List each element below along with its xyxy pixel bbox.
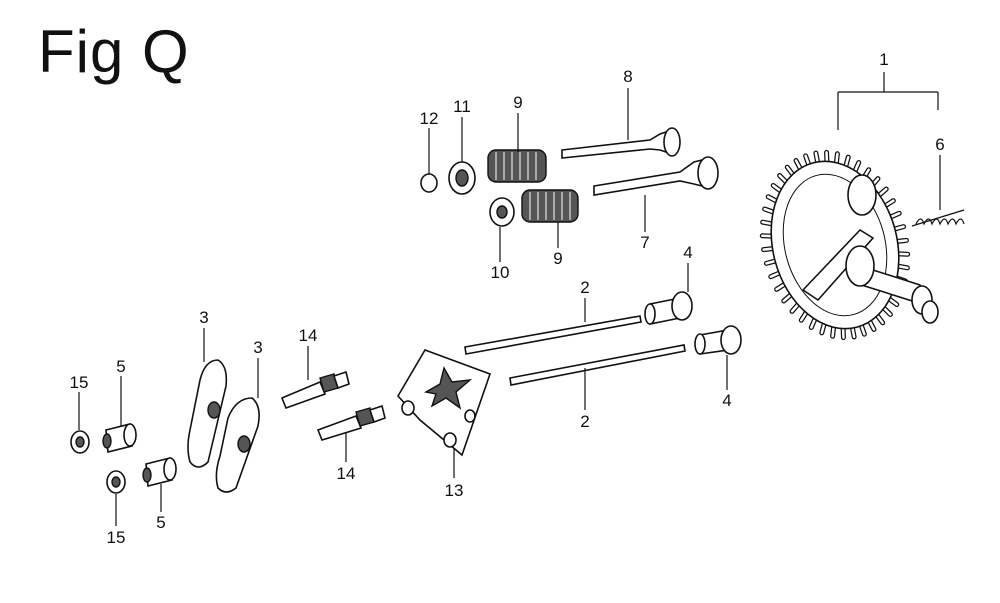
- callout-1: 1: [879, 50, 888, 69]
- callout-5-upper: 5: [116, 357, 125, 376]
- gear-tooth: [897, 240, 906, 241]
- gear-tooth: [764, 249, 773, 250]
- callout-12: 12: [420, 109, 439, 128]
- callout-9-lower: 9: [553, 249, 562, 268]
- callout-14-upper: 14: [299, 326, 318, 345]
- tappet-upper: [645, 292, 692, 324]
- intake-valve: [594, 157, 718, 195]
- pivot-bolt-upper: [282, 372, 349, 408]
- callout-11: 11: [453, 97, 471, 116]
- gear-tooth: [763, 222, 772, 224]
- callout-2-upper: 2: [580, 278, 589, 297]
- callout-8: 8: [623, 67, 632, 86]
- nut-lower: [107, 471, 125, 493]
- governor-spring: [912, 210, 964, 226]
- push-rod-lower: [510, 345, 685, 385]
- callout-14-lower: 14: [337, 464, 356, 483]
- callout-4-lower: 4: [722, 391, 731, 410]
- callout-13: 13: [445, 481, 464, 500]
- callout-15-lower: 15: [107, 528, 126, 547]
- callout-7: 7: [640, 233, 649, 252]
- valve-spring-upper: [488, 150, 546, 182]
- callout-6: 6: [935, 135, 944, 154]
- tappet-lower: [695, 326, 741, 354]
- rocker-plate: [398, 350, 490, 455]
- callout-10: 10: [491, 263, 510, 282]
- callout-4-upper: 4: [683, 243, 692, 262]
- gear-tooth: [899, 266, 908, 268]
- valve-cap: [421, 174, 437, 192]
- exhaust-valve: [562, 128, 680, 158]
- gear-tooth: [852, 328, 854, 337]
- callout-3-right: 3: [253, 338, 262, 357]
- callout-3-left: 3: [199, 308, 208, 327]
- collar-upper: [103, 424, 136, 452]
- gear-tooth: [833, 327, 834, 336]
- pivot-bolt-lower: [318, 406, 385, 440]
- collar-lower: [143, 458, 176, 486]
- valve-retainer: [490, 198, 514, 226]
- push-rod-upper: [465, 316, 641, 354]
- nut-upper: [71, 431, 89, 453]
- callout-9-upper: 9: [513, 93, 522, 112]
- callout-2-lower: 2: [580, 412, 589, 431]
- valve-spring-lower: [522, 190, 578, 222]
- gear-tooth: [816, 153, 818, 162]
- callout-15-upper: 15: [70, 373, 89, 392]
- callout-5-lower: 5: [156, 513, 165, 532]
- gear-tooth: [836, 154, 837, 163]
- spring-retainer: [449, 162, 475, 194]
- camshaft-gear: [753, 147, 938, 343]
- rocker-arm-right: [216, 398, 259, 492]
- figure-title: Fig Q: [38, 22, 190, 82]
